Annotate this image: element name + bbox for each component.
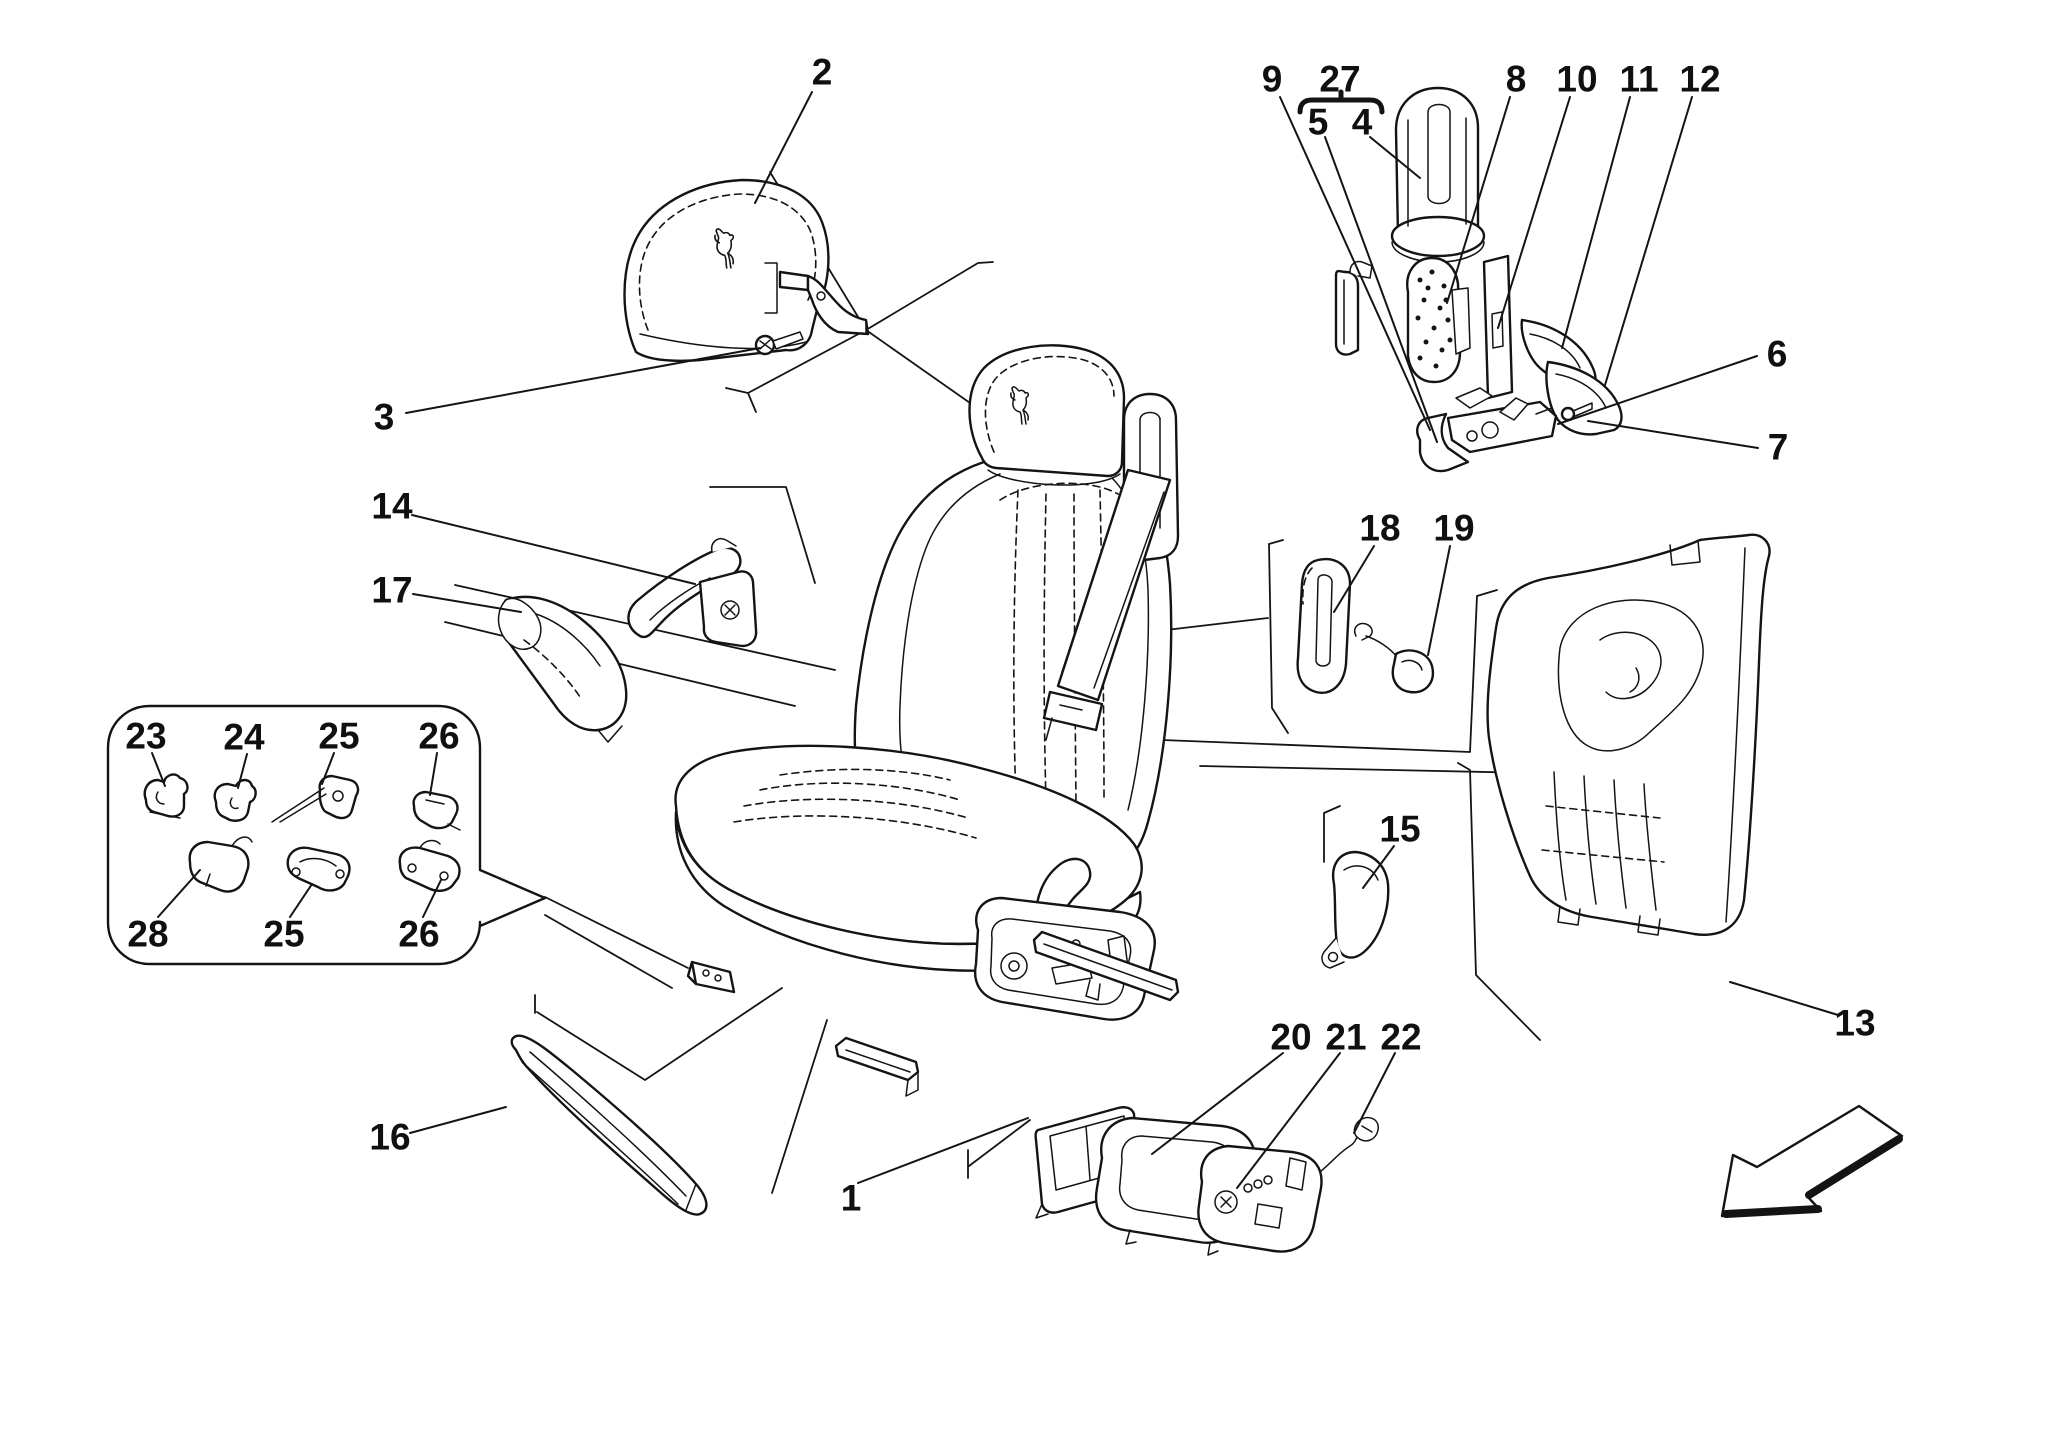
callout-3: 3 bbox=[374, 397, 395, 438]
leader-line-10 bbox=[1497, 96, 1571, 329]
gaiter-17 bbox=[497, 595, 628, 743]
leader-line-3 bbox=[405, 347, 761, 414]
leader-line-21 bbox=[1236, 1052, 1341, 1189]
bracket-parts-box bbox=[106, 704, 547, 966]
callout-16: 16 bbox=[369, 1117, 410, 1158]
callout-4: 4 bbox=[1352, 102, 1373, 143]
callout-10: 10 bbox=[1556, 59, 1597, 100]
callout-14: 14 bbox=[371, 486, 413, 527]
headrest-screw bbox=[754, 331, 804, 356]
callout-19: 19 bbox=[1433, 508, 1474, 549]
clip-23 bbox=[143, 773, 189, 819]
leader-line-16 bbox=[409, 1106, 507, 1134]
callout-25: 25 bbox=[318, 716, 359, 757]
leader-line-9 bbox=[1279, 96, 1431, 431]
leader-line-26 bbox=[422, 879, 442, 918]
foam-pad-8 bbox=[1406, 256, 1471, 384]
bracket-26b bbox=[398, 839, 461, 892]
side-pad-15 bbox=[1321, 850, 1390, 969]
release-lever-19 bbox=[1354, 622, 1435, 694]
callout-7: 7 bbox=[1768, 427, 1789, 468]
callout-6: 6 bbox=[1767, 334, 1788, 375]
callout-1: 1 bbox=[841, 1178, 862, 1219]
callout-17: 17 bbox=[371, 570, 412, 611]
leader-line-14 bbox=[411, 514, 696, 585]
leader-line-12 bbox=[1604, 96, 1693, 386]
leader-line-22 bbox=[1353, 1052, 1396, 1134]
recliner-mechanism-6 bbox=[1416, 387, 1558, 473]
callout-25: 25 bbox=[263, 914, 304, 955]
switch-pack-22 bbox=[1197, 1116, 1379, 1253]
leader-line-13 bbox=[1729, 981, 1839, 1016]
callout-8: 8 bbox=[1506, 59, 1527, 100]
callout-15: 15 bbox=[1379, 809, 1420, 850]
leader-line-18 bbox=[1333, 545, 1375, 613]
callout-20: 20 bbox=[1270, 1017, 1311, 1058]
callout-9: 9 bbox=[1262, 59, 1283, 100]
leader-line-25 bbox=[321, 752, 335, 785]
leader-line-11 bbox=[1561, 96, 1631, 349]
clip-24 bbox=[213, 778, 257, 822]
clip-26 bbox=[412, 790, 461, 831]
leader-line-23 bbox=[151, 752, 166, 787]
group-bracket-27 bbox=[1297, 89, 1385, 115]
callout-26: 26 bbox=[398, 914, 439, 955]
main-seat bbox=[674, 344, 1180, 1097]
headrest-assembly bbox=[623, 178, 870, 362]
headrest-guide-cluster bbox=[1334, 86, 1623, 473]
leader-line-25 bbox=[289, 883, 313, 918]
callout-21: 21 bbox=[1325, 1017, 1366, 1058]
leader-line-1 bbox=[857, 1117, 1029, 1184]
belt-guide-18 bbox=[1296, 557, 1352, 694]
leader-line-5 bbox=[1324, 136, 1438, 443]
callout-2: 2 bbox=[812, 52, 833, 93]
tilt-handle-14 bbox=[627, 538, 758, 648]
leader-line-8 bbox=[1446, 96, 1511, 304]
bracket-28 bbox=[188, 836, 253, 893]
trim-strip-16 bbox=[510, 1034, 708, 1216]
callout-13: 13 bbox=[1834, 1003, 1875, 1044]
callout-5: 5 bbox=[1308, 102, 1329, 143]
callout-27: 27 bbox=[1319, 59, 1360, 100]
leader-line-28 bbox=[157, 869, 201, 918]
callout-28: 28 bbox=[127, 914, 168, 955]
callout-22: 22 bbox=[1380, 1017, 1421, 1058]
leader-line-7 bbox=[1587, 420, 1759, 449]
clip-25-with-rod bbox=[271, 774, 360, 823]
leader-line-6 bbox=[1557, 355, 1758, 425]
callout-12: 12 bbox=[1679, 59, 1720, 100]
leader-line-2 bbox=[754, 91, 813, 204]
seat-slide-rails bbox=[686, 930, 1180, 1097]
backrest-shell-13 bbox=[1486, 533, 1771, 936]
leader-line-17 bbox=[412, 593, 522, 613]
latch-clip-5 bbox=[1334, 260, 1373, 356]
callout-18: 18 bbox=[1359, 508, 1400, 549]
leader-line-4 bbox=[1369, 136, 1421, 179]
callout-26: 26 bbox=[418, 716, 459, 757]
direction-arrow-icon bbox=[1720, 1104, 1904, 1218]
leader-line-20 bbox=[1151, 1052, 1284, 1155]
callout-24: 24 bbox=[223, 717, 265, 758]
leader-line-19 bbox=[1427, 545, 1451, 656]
leader-line-26 bbox=[429, 752, 438, 796]
callout-23: 23 bbox=[125, 716, 166, 757]
callout-11: 11 bbox=[1619, 59, 1658, 100]
headrest-mount-bracket bbox=[778, 270, 870, 336]
leader-lines bbox=[151, 91, 1839, 1189]
guide-sleeve-4 bbox=[1390, 86, 1486, 263]
leader-line-24 bbox=[237, 753, 248, 789]
bracket-25b bbox=[286, 846, 351, 892]
leader-line-15 bbox=[1362, 845, 1395, 889]
